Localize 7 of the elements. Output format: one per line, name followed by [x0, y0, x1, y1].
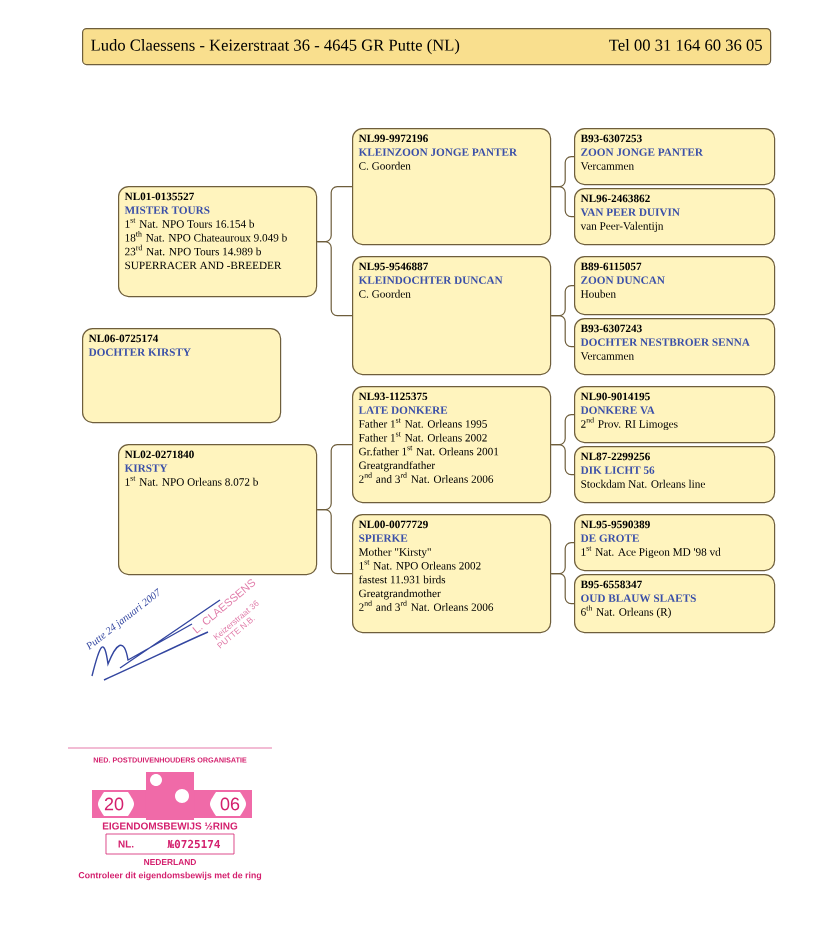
connector-line [550, 186, 575, 218]
connector-line [550, 444, 575, 476]
connector-line [550, 315, 575, 348]
connector-line [550, 573, 575, 605]
year-digits: 06 [220, 797, 240, 811]
header-box: Ludo Claessens - Keizerstraat 36 - 4645 GR Putte (NL) Tel 00 31 164 60 36 05 [82, 28, 772, 66]
year-digits: 20 [104, 797, 124, 811]
